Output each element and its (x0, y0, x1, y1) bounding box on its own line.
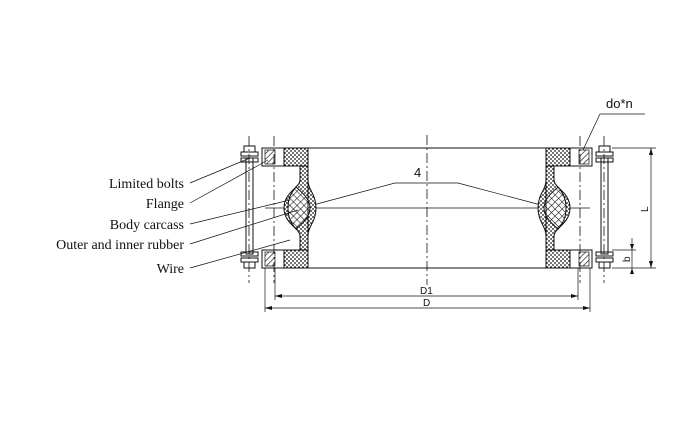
label-body-carcass: Body carcass (110, 218, 184, 233)
label-outer-inner-rubber: Outer and inner rubber (56, 238, 184, 253)
right-flange-assembly (537, 136, 614, 283)
label-flange: Flange (146, 197, 184, 212)
label-wire: Wire (157, 262, 184, 277)
diameter-dimensions (264, 268, 591, 312)
part-leaders (189, 157, 299, 269)
body-outline (265, 147, 590, 269)
left-flange-assembly (240, 136, 317, 283)
thickness-dimension (612, 238, 636, 274)
center-mark-label: 4 (414, 165, 421, 180)
bolt-hole-label: do*n (606, 96, 633, 111)
bolt-hole-callout (582, 113, 645, 151)
label-limited-bolts: Limited bolts (109, 177, 184, 192)
length-label: L (640, 206, 651, 212)
thickness-label: b (622, 256, 633, 262)
length-dimension (612, 147, 656, 269)
d-label: D (423, 298, 430, 309)
d1-label: D1 (420, 286, 433, 297)
